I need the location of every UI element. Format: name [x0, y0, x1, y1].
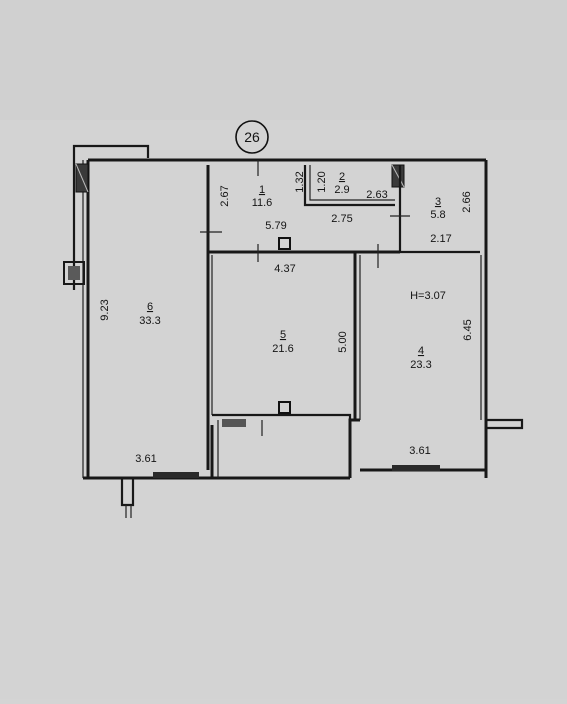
dim-1-20: 1.20 — [316, 171, 328, 192]
dim-5-00: 5.00 — [337, 331, 349, 352]
dim-3-61-right: 3.61 — [409, 445, 430, 457]
vent-box-left-fill — [68, 266, 80, 280]
dim-5-79: 5.79 — [265, 220, 286, 232]
dim-2-66: 2.66 — [461, 191, 473, 212]
ceiling-height-label: H=3.07 — [410, 290, 446, 302]
wall-stub-top-left — [72, 144, 150, 290]
dim-2-67: 2.67 — [219, 185, 231, 206]
room-3-area: 5.8 — [430, 209, 445, 221]
dim-2-75: 2.75 — [331, 213, 352, 225]
vent-shaft-left-cross — [75, 163, 89, 193]
dim-3-61-left: 3.61 — [135, 453, 156, 465]
room-labels: 1 11.6 2 2.9 3 5.8 H=3.07 4 23.3 5 21.6 … — [139, 171, 446, 371]
room-5-number: 5 — [280, 329, 286, 341]
paper-shade-top — [0, 0, 567, 120]
room-2-number: 2 — [339, 171, 345, 183]
wall-room2 — [303, 165, 395, 207]
entry-stub — [120, 478, 135, 507]
room-2-area: 2.9 — [334, 184, 349, 196]
room-3-number: 3 — [435, 196, 441, 208]
room-1-area: 11.6 — [252, 197, 273, 209]
riser-bottom — [278, 401, 291, 414]
apartment-number: 26 — [235, 120, 269, 154]
wall-room5-bottom — [212, 413, 352, 420]
dim-1-32: 1.32 — [294, 171, 306, 192]
room-6-number: 6 — [147, 301, 153, 313]
room-4-number: 4 — [418, 345, 424, 357]
riser-top — [278, 237, 291, 250]
wall-room3 — [398, 165, 480, 254]
wall-stub-right — [486, 418, 524, 430]
dim-2-17: 2.17 — [430, 233, 451, 245]
window-room5 — [222, 419, 246, 427]
dim-9-23: 9.23 — [99, 299, 111, 320]
dim-4-37: 4.37 — [274, 263, 295, 275]
window-room6 — [153, 472, 199, 478]
room-5-area: 21.6 — [272, 343, 293, 355]
room-6-area: 33.3 — [139, 315, 160, 327]
apartment-number-circle — [235, 120, 269, 154]
dim-6-45: 6.45 — [462, 319, 474, 340]
room-4-area: 23.3 — [410, 359, 431, 371]
room-1-number: 1 — [259, 184, 265, 196]
wall-room2-inner — [309, 165, 395, 201]
dimension-labels: 2.67 5.79 1.32 1.20 2.63 2.75 2.66 2.17 … — [99, 171, 474, 465]
vent-box-left — [63, 261, 85, 285]
window-room4 — [392, 465, 440, 471]
door-marks — [200, 160, 410, 436]
dim-2-63: 2.63 — [366, 189, 387, 201]
apartment-number-text: 26 — [244, 129, 260, 145]
interior-walls — [206, 165, 480, 478]
vent-shaft-right-cross — [391, 164, 405, 188]
